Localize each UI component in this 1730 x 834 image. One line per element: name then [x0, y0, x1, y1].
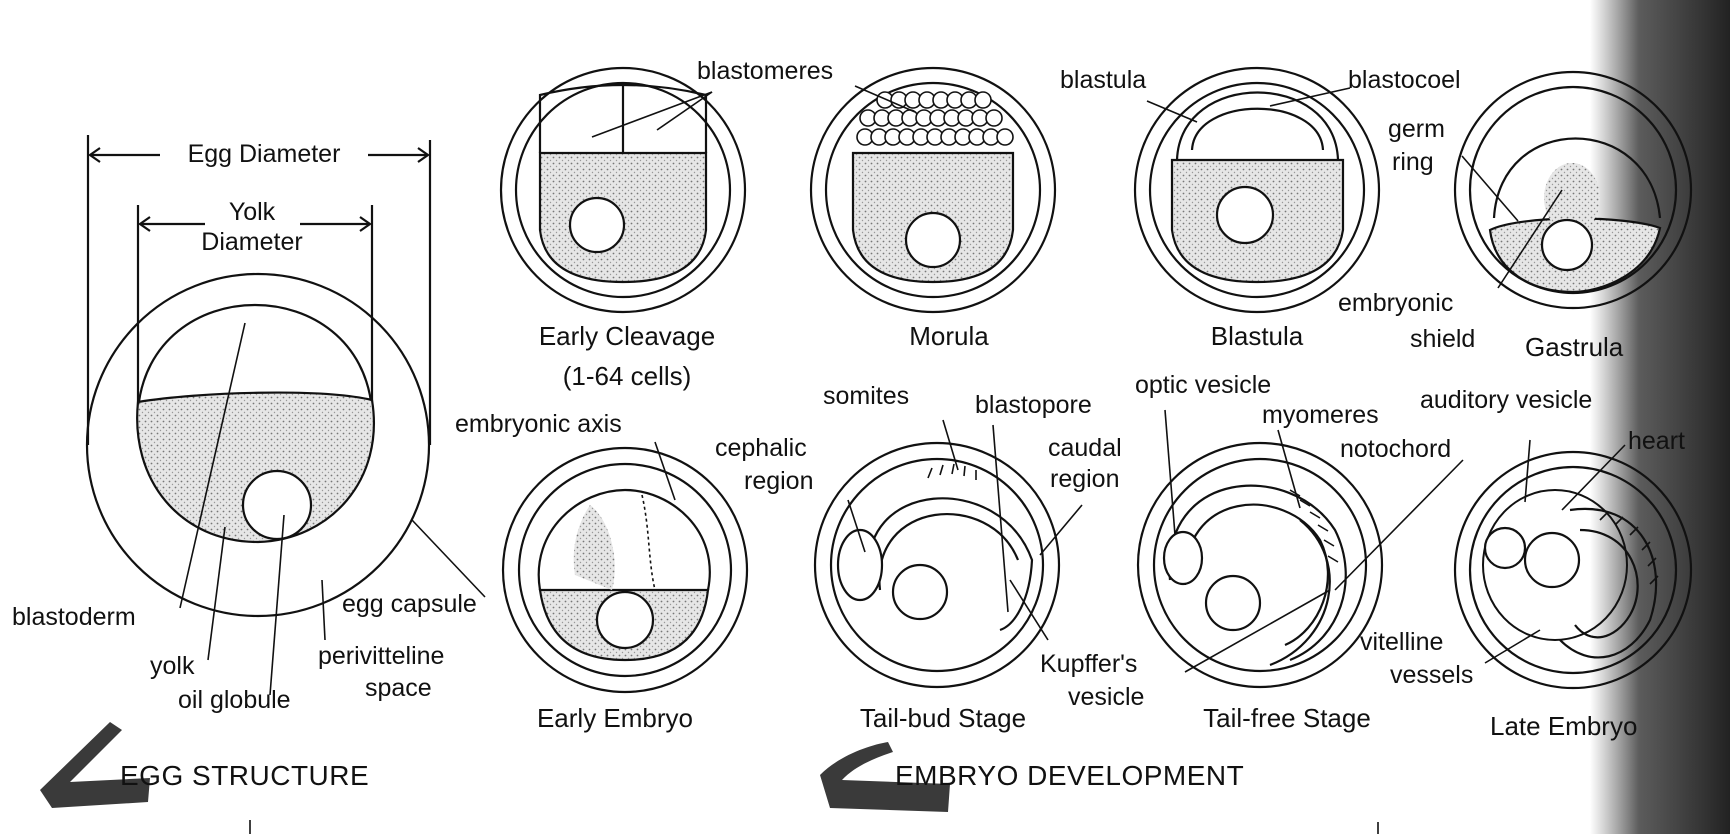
section-title-egg-structure: EGG STRUCTURE: [120, 760, 369, 791]
page-edge-shadow: [1590, 0, 1730, 834]
stage-early-embryo: [503, 442, 747, 692]
caption-late-embryo: Late Embryo: [1490, 711, 1637, 741]
label-embryonic-axis: embryonic axis: [455, 410, 622, 438]
label-egg-capsule: egg capsule: [342, 590, 477, 618]
oil-globule: [243, 471, 311, 539]
label-heart: heart: [1628, 427, 1685, 455]
stage-morula: [811, 68, 1055, 312]
label-perivitteline-2: space: [365, 674, 432, 702]
caption-early-embryo: Early Embryo: [537, 703, 693, 733]
label-somites: somites: [823, 382, 909, 410]
label-blastula: blastula: [1060, 66, 1146, 94]
label-blastomeres: blastomeres: [697, 57, 833, 85]
morula-cell: [986, 110, 1002, 126]
label-auditory-vesicle: auditory vesicle: [1420, 386, 1592, 414]
caption-blastula: Blastula: [1211, 321, 1304, 351]
morula-cell: [975, 92, 991, 108]
label-oil-globule: oil globule: [178, 686, 291, 714]
yolk-diameter-label-1: Yolk: [229, 198, 276, 226]
label-shield: shield: [1410, 325, 1475, 353]
egg-structure-diagram: Egg Diameter Yolk Diameter blastoderm yo…: [12, 135, 485, 714]
label-perivitteline-1: perivitteline: [318, 642, 444, 670]
morula-cell: [997, 129, 1013, 145]
label-ring: ring: [1392, 148, 1434, 176]
caption-gastrula: Gastrula: [1525, 332, 1624, 362]
label-vesicle: vesicle: [1068, 683, 1144, 711]
stage-blastula: [1135, 68, 1379, 312]
label-kupffers: Kupffer's: [1040, 650, 1137, 678]
label-optic-vesicle: optic vesicle: [1135, 371, 1271, 399]
label-cephalic-region: region: [744, 467, 814, 495]
caption-tail-free: Tail-free Stage: [1203, 703, 1371, 733]
egg-diameter-label: Egg Diameter: [188, 140, 341, 168]
label-germ: germ: [1388, 115, 1445, 143]
caption-morula: Morula: [909, 321, 989, 351]
label-caudal: caudal: [1048, 434, 1122, 462]
label-blastopore: blastopore: [975, 391, 1092, 419]
label-vessels: vessels: [1390, 661, 1473, 689]
stage-early-cleavage: [501, 68, 745, 312]
label-embryonic: embryonic: [1338, 289, 1453, 317]
caption-early-cleavage-1: Early Cleavage: [539, 321, 715, 351]
label-yolk: yolk: [150, 652, 195, 680]
caption-tail-bud: Tail-bud Stage: [860, 703, 1026, 733]
label-cephalic: cephalic: [715, 434, 807, 462]
label-myomeres: myomeres: [1262, 401, 1379, 429]
section-title-embryo-development: EMBRYO DEVELOPMENT: [895, 760, 1244, 791]
yolk-diameter-label-2: Diameter: [201, 228, 302, 256]
stage-tail-bud: [815, 420, 1082, 687]
caption-early-cleavage-2: (1-64 cells): [563, 361, 692, 391]
label-blastocoel: blastocoel: [1348, 66, 1461, 94]
label-caudal-region: region: [1050, 465, 1120, 493]
label-blastoderm: blastoderm: [12, 603, 136, 631]
label-notochord: notochord: [1340, 435, 1451, 463]
label-vitelline: vitelline: [1360, 628, 1443, 656]
